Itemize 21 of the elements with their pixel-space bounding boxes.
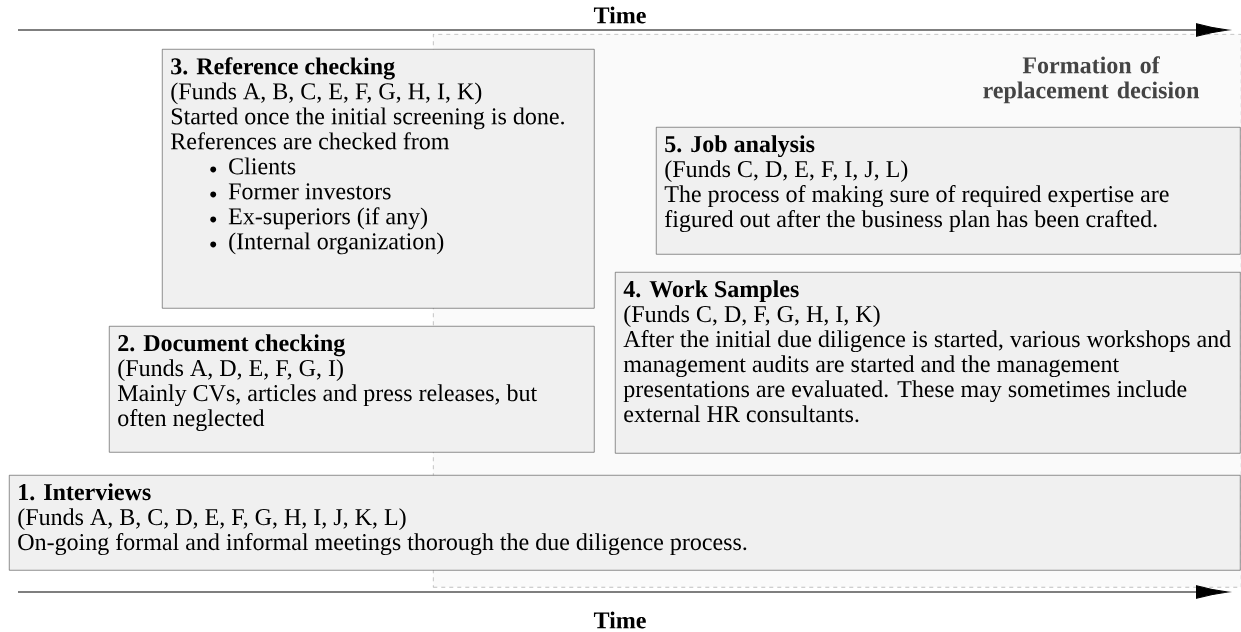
fund-list: (Funds A, D, E, F, G, I) bbox=[118, 359, 343, 382]
step-title: 4. Work Samples bbox=[623, 280, 799, 303]
fund-list: (Funds C, D, F, G, H, I, K) bbox=[624, 305, 880, 328]
axis-label: Time bbox=[593, 611, 646, 629]
step-box bbox=[9, 475, 1241, 571]
list-item: Clients bbox=[210, 157, 296, 175]
step-title: 5. Job analysis bbox=[665, 135, 815, 158]
step-title: 1. Interviews bbox=[19, 483, 151, 501]
axis-label: Time bbox=[593, 6, 646, 24]
step-box bbox=[615, 272, 1241, 454]
step-box bbox=[109, 326, 595, 453]
step-title: 3. Reference checking bbox=[171, 57, 395, 80]
step-title: 2. Document checking bbox=[118, 334, 345, 357]
list-item: Former investors bbox=[210, 183, 391, 200]
list-item: Ex-superiors (if any) bbox=[210, 207, 427, 230]
fund-list: (Funds C, D, E, F, I, J, L) bbox=[665, 160, 908, 182]
step-box bbox=[162, 49, 595, 309]
step-box bbox=[656, 127, 1241, 255]
step-description: The process of making sure of required expertise are figured out after the business plan has been crafted. bbox=[664, 185, 1169, 233]
fund-list: (Funds A, B, C, D, E, F, G, H, I, J, K, L) bbox=[18, 508, 406, 531]
step-description: After the initial due diligence is started, various workshops and management audits are started and the management presentations are evaluated. These may sometimes include external HR consultants. bbox=[623, 330, 1231, 423]
